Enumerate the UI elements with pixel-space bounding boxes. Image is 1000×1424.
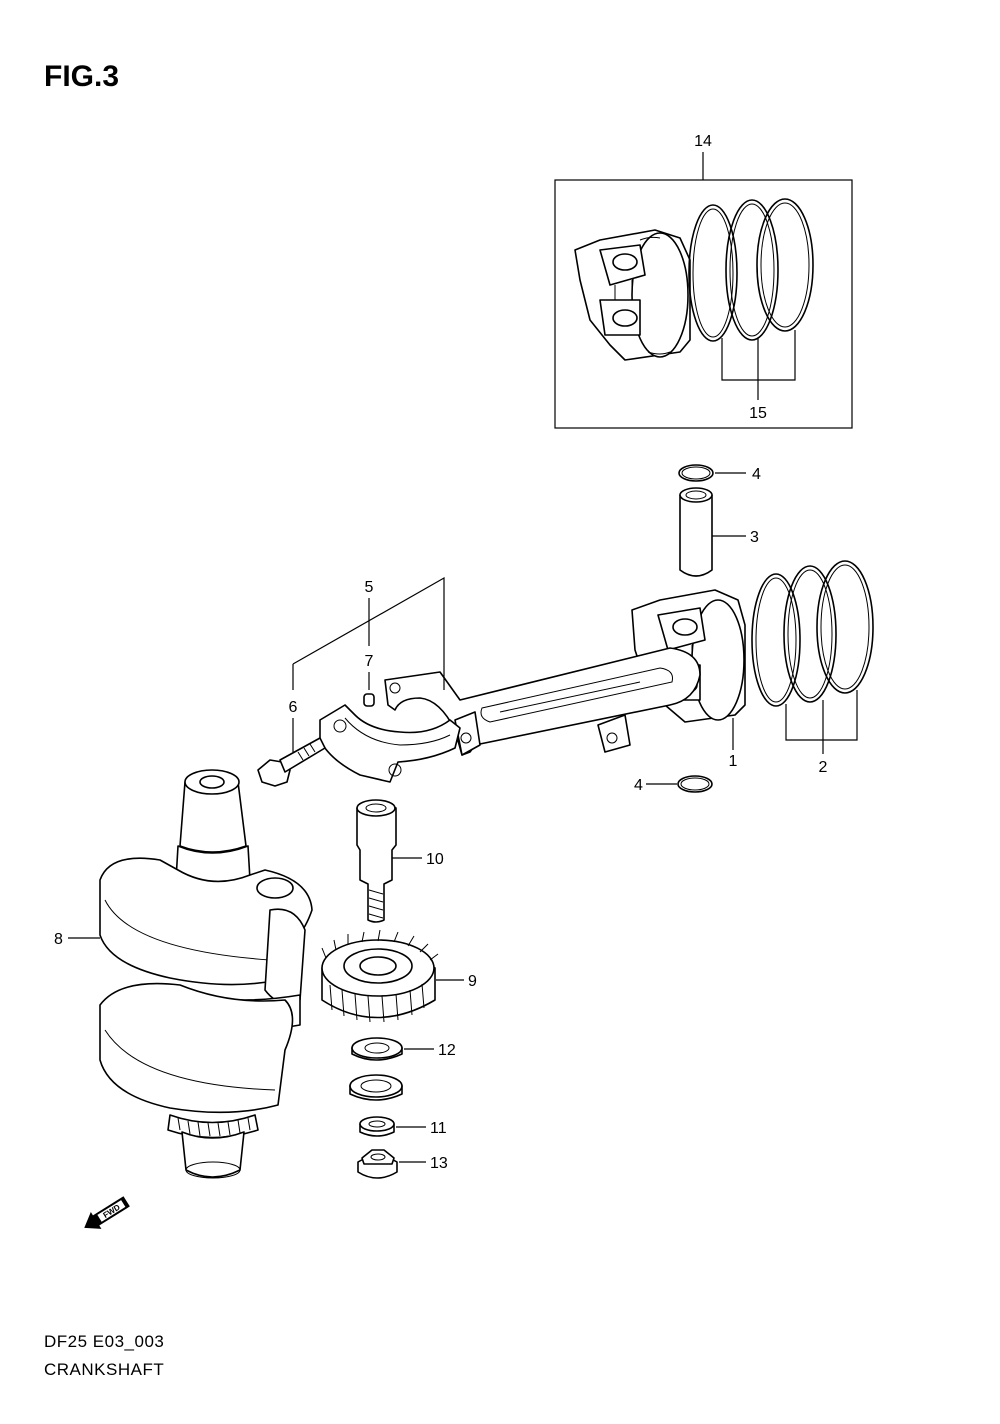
figure-title: FIG.3 <box>44 60 120 93</box>
section-name: CRANKSHAFT <box>44 1360 165 1379</box>
small-washer: 11 <box>359 1116 447 1137</box>
piston-pin: 3 <box>679 487 759 577</box>
callout-9: 9 <box>468 973 477 990</box>
model-code: DF25 E03_003 <box>44 1332 165 1351</box>
connecting-rod <box>384 647 701 756</box>
callout-3: 3 <box>750 529 759 546</box>
callout-8: 8 <box>54 931 63 948</box>
piston-kit-box: 14 <box>554 133 853 429</box>
thrust-washer: 12 <box>351 1037 456 1061</box>
piston-rings: 2 <box>751 560 874 776</box>
callout-11: 11 <box>430 1120 447 1137</box>
flange-nut: 13 <box>357 1149 448 1179</box>
callout-6: 6 <box>289 699 298 716</box>
rod-bolt: 6 <box>257 699 326 787</box>
piston-kit-piston <box>574 229 691 361</box>
crankshaft: 8 <box>54 769 313 1179</box>
callout-13: 13 <box>430 1155 448 1172</box>
piston-kit-rings: 15 <box>688 198 814 422</box>
callout-1: 1 <box>729 753 738 770</box>
callout-14: 14 <box>694 133 712 150</box>
connecting-rod-cap <box>319 704 461 783</box>
fwd-arrow-icon: FWD <box>84 1196 130 1229</box>
spacer-washer <box>349 1074 403 1101</box>
callout-5-bracket: 5 <box>292 576 445 690</box>
callout-10: 10 <box>426 851 444 868</box>
callout-4-top: 4 <box>752 466 761 483</box>
callout-5: 5 <box>365 579 374 596</box>
crank-gear: 9 <box>321 929 477 1023</box>
callout-4-bottom: 4 <box>634 777 643 794</box>
gear-bolt: 10 <box>356 799 444 923</box>
circlip-top: 4 <box>678 464 761 483</box>
circlip-bottom: 4 <box>634 775 713 794</box>
callout-12: 12 <box>438 1042 456 1059</box>
callout-15: 15 <box>749 405 767 422</box>
callout-2: 2 <box>819 759 828 776</box>
dowel-pin: 7 <box>363 653 375 707</box>
callout-7: 7 <box>365 653 374 670</box>
